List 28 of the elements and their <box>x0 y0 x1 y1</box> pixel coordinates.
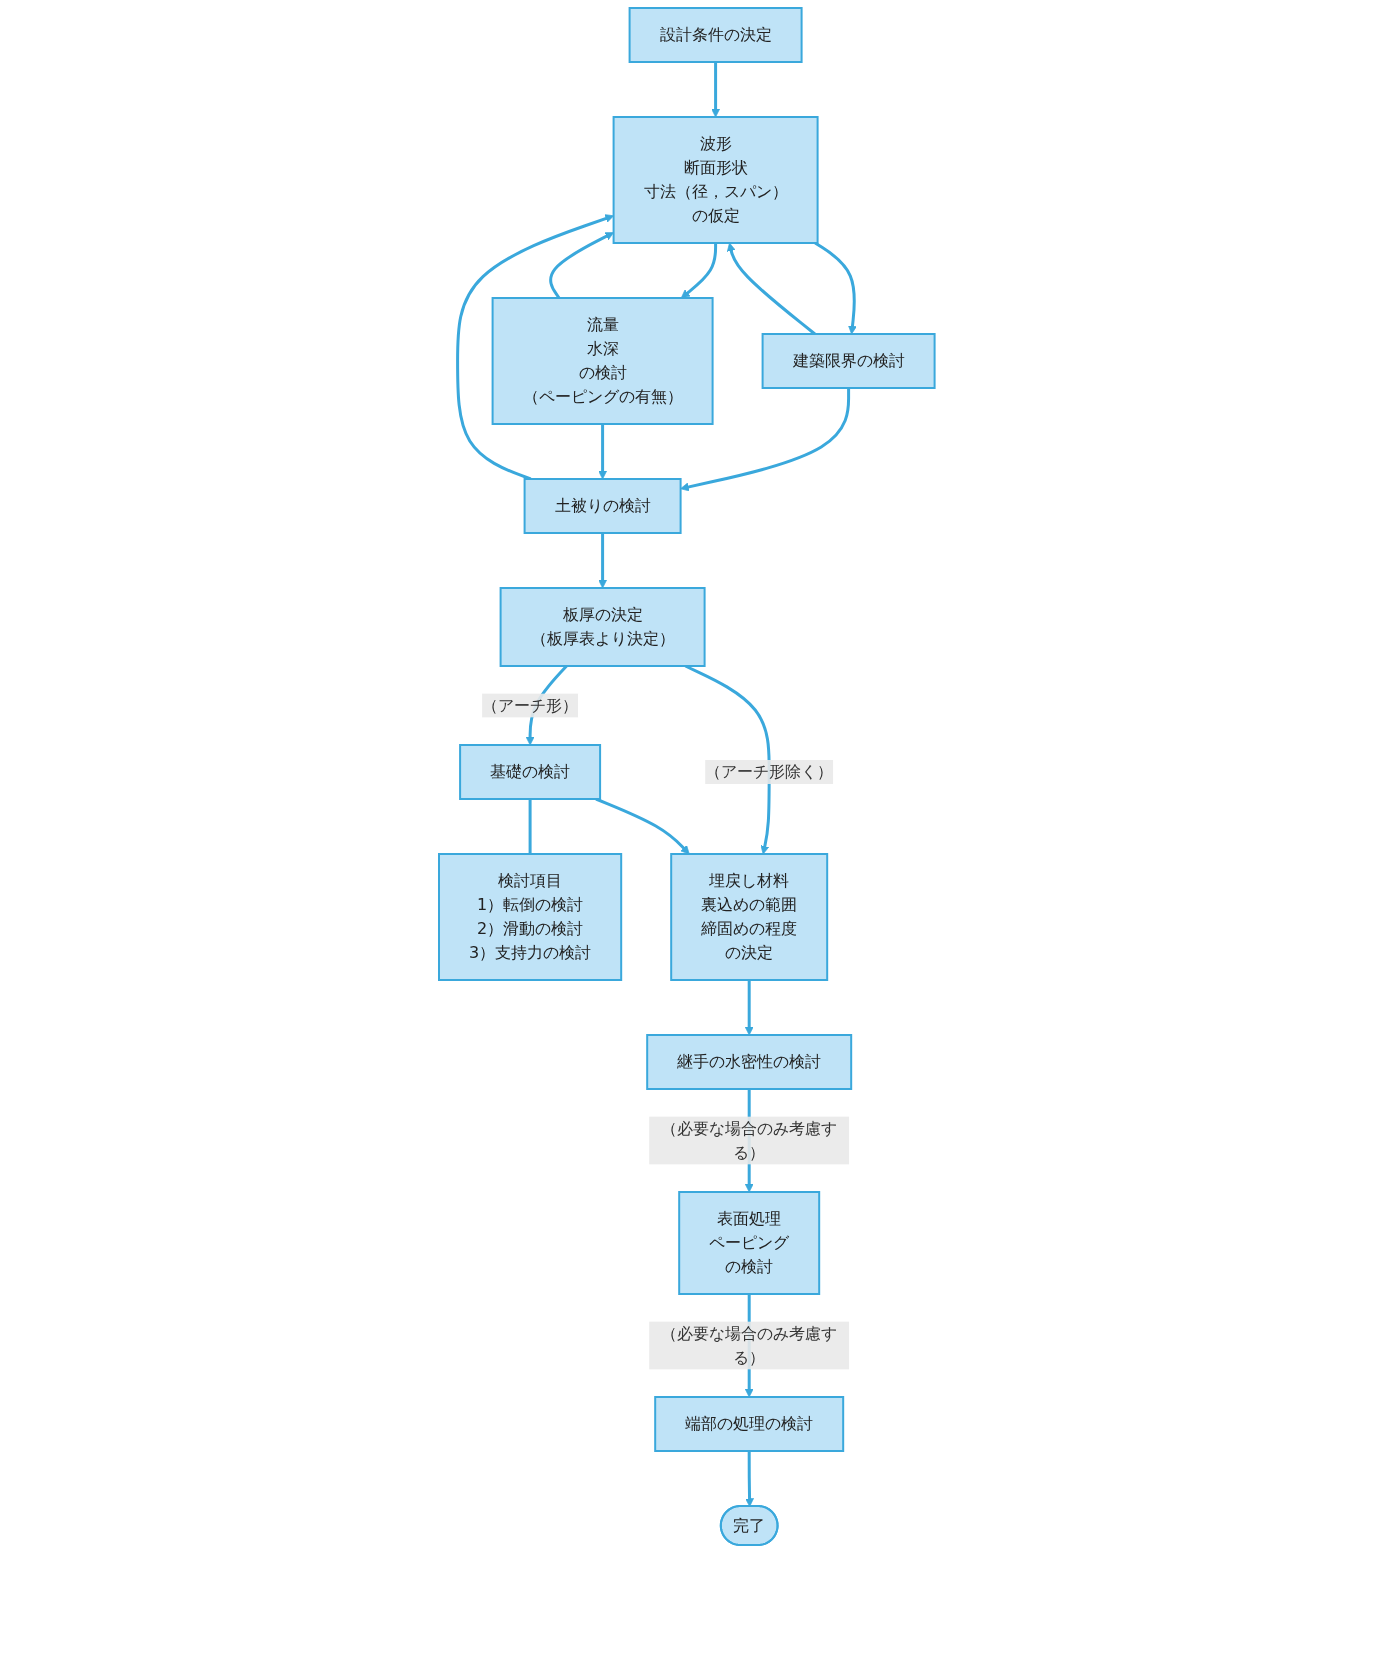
arrow <box>726 242 816 336</box>
arrow <box>597 533 607 589</box>
node-box: 検討項目 1）転倒の検討 2）滑動の検討 3）支持力の検討 <box>437 853 622 981</box>
node-box: 設計条件の決定 <box>628 7 803 63</box>
connector <box>528 799 532 854</box>
edge-label: （必要な場合のみ考慮する） <box>660 1323 837 1367</box>
node-box: 継手の水密性の検討 <box>645 1034 852 1090</box>
node-box: 土被りの検討 <box>523 478 682 534</box>
node-box: 波形 断面形状 寸法（径，スパン） の仮定 <box>612 116 819 244</box>
node-box: 表面処理 ペーピング の検討 <box>677 1191 820 1295</box>
arrow <box>744 980 754 1036</box>
arrow <box>744 1451 754 1507</box>
node-box: 基礎の検討 <box>458 744 601 800</box>
arrow <box>548 232 614 299</box>
arrow <box>710 62 720 118</box>
arrow <box>814 241 857 335</box>
edge-label: （アーチ形除く） <box>704 762 833 781</box>
edge-label: （必要な場合のみ考慮する） <box>660 1118 837 1162</box>
node-box: 流量 水深 の検討 （ペーピングの有無） <box>491 297 714 425</box>
arrow <box>597 424 607 480</box>
node-box: 板厚の決定 （板厚表より決定） <box>499 587 706 667</box>
arrow <box>680 243 717 299</box>
arrow <box>595 797 690 855</box>
node-box: 埋戻し材料 裏込めの範囲 締固めの程度 の決定 <box>669 853 828 981</box>
node-box: 端部の処理の検討 <box>653 1396 844 1452</box>
arrow <box>455 214 614 481</box>
edge-label: （アーチ形） <box>481 695 578 715</box>
node-box: 建築限界の検討 <box>761 333 936 389</box>
